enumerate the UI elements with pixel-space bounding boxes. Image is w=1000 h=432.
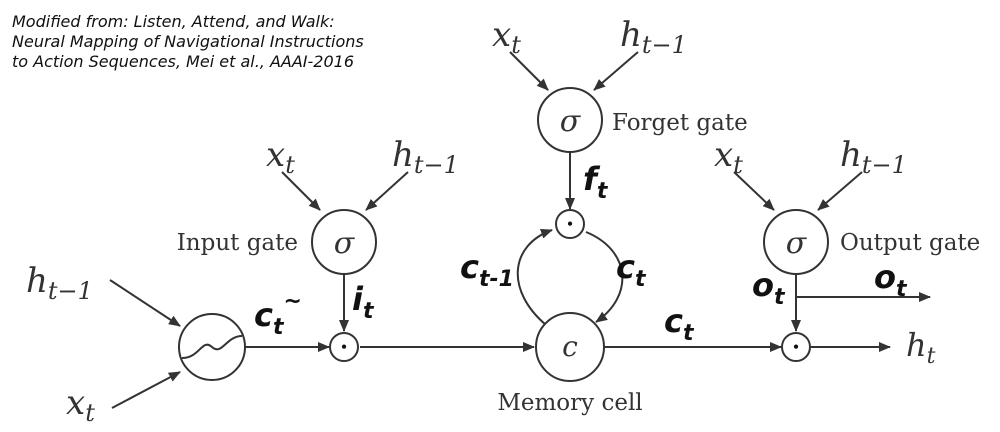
output-gate-label: Output gate <box>840 230 980 256</box>
f-t-label: ft <box>583 160 609 204</box>
forget-gate-node: σ <box>537 87 603 153</box>
tanh-h-label: ht−1 <box>26 261 93 305</box>
forget-mult-symbol: • <box>567 214 573 234</box>
input-gate-x-label: xt <box>266 135 295 179</box>
c-loop-label: ct <box>616 248 647 292</box>
edge-x-to-output-gate <box>733 171 775 211</box>
edge-h-to-output-gate <box>817 171 863 211</box>
output-mult-node: • <box>781 332 811 362</box>
c-out-label: ct <box>664 302 695 346</box>
tanh-x-label: xt <box>66 383 95 427</box>
edge-loop-left <box>516 229 553 326</box>
output-gate-x-label: xt <box>714 135 743 179</box>
edge-h-to-tanh <box>109 279 181 327</box>
c-tilde-label: ct~ <box>254 289 302 340</box>
c-prev-label: ct-1 <box>460 248 514 292</box>
edges <box>109 51 931 409</box>
edge-x-to-forget-gate <box>509 51 549 91</box>
i-t-label: it <box>352 280 375 324</box>
tanh-curve-icon <box>181 335 243 359</box>
forget-gate-label: Forget gate <box>612 110 748 136</box>
forget-gate-x-label: xt <box>492 15 521 59</box>
citation: Modified from: Listen, Attend, and Walk:… <box>12 12 472 72</box>
forget-gate-h-label: ht−1 <box>620 15 687 59</box>
citation-line-2: Neural Mapping of Navigational Instructi… <box>12 32 364 51</box>
output-gate-symbol: σ <box>786 226 808 261</box>
output-gate-node: σ <box>763 209 829 275</box>
h-out-label: ht <box>906 326 936 369</box>
citation-line-3: to Action Sequences, Mei et al., AAAI-20… <box>12 52 354 71</box>
input-gate-h-label: ht−1 <box>392 135 459 179</box>
input-mult-node: • <box>329 332 359 362</box>
citation-line-1: Modified from: Listen, Attend, and Walk: <box>12 12 335 31</box>
output-mult-symbol: • <box>793 337 799 357</box>
input-gate-node: σ <box>311 209 377 275</box>
memory-cell-label: Memory cell <box>497 390 642 416</box>
input-gate-label: Input gate <box>177 230 298 256</box>
edge-h-to-forget-gate <box>593 51 639 91</box>
edge-x-to-tanh <box>111 371 181 409</box>
forget-mult-node: • <box>555 209 585 239</box>
tanh-node <box>178 313 246 381</box>
o-t-label: ot <box>752 266 786 310</box>
forget-gate-symbol: σ <box>560 104 582 139</box>
edge-h-to-input-gate <box>365 171 409 211</box>
edge-x-to-input-gate <box>281 171 321 211</box>
edge-loop-right <box>585 231 624 323</box>
output-gate-h-label: ht−1 <box>840 135 907 179</box>
memory-cell-symbol: c <box>562 330 578 363</box>
memory-cell-node: c <box>535 312 605 382</box>
input-gate-symbol: σ <box>334 226 356 261</box>
o-out-label: ot <box>874 258 908 302</box>
input-mult-symbol: • <box>341 337 347 357</box>
